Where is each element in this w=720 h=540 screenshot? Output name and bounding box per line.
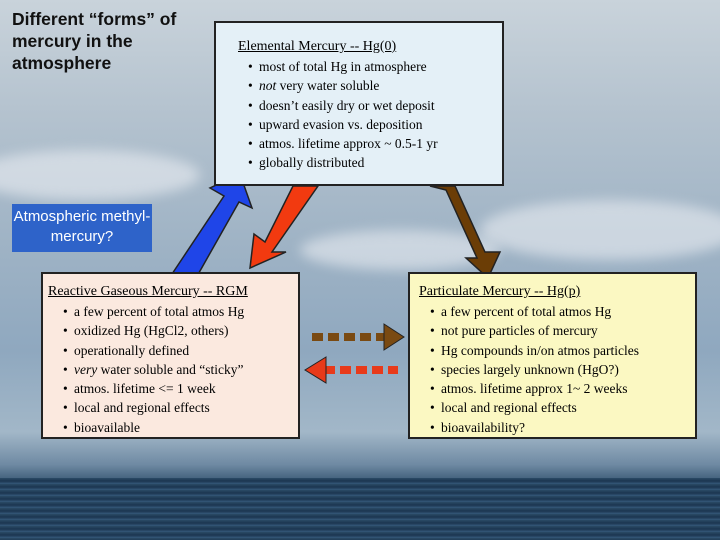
elemental-list: • most of total Hg in atmosphere • not very… [238, 57, 502, 173]
rgm-list: • a few percent of total atmos Hg • oxidize… [48, 302, 298, 437]
item-text: most of total Hg in atmosphere [259, 59, 427, 74]
bullet: • [430, 342, 435, 358]
item-text: bioavailable [74, 419, 140, 435]
bullet: • [430, 304, 435, 319]
item-text: oxidized Hg (HgCl2, others) [74, 323, 229, 339]
rgm-box: Reactive Gaseous Mercury -- RGM • a few p… [41, 272, 300, 439]
cloud [480, 200, 720, 260]
list-item: • atmos. lifetime approx ~ 0.5-1 yr [248, 134, 502, 153]
item-text: atmos. lifetime approx ~ 0.5-1 yr [259, 136, 438, 152]
list-item: • Hg compounds in/on atmos particles [430, 341, 695, 360]
list-item: • local and regional effects [63, 398, 298, 417]
list-item: • atmos. lifetime approx 1~ 2 weeks [430, 379, 695, 398]
dotted-red-arrowhead [304, 356, 327, 384]
item-text: doesn’t easily dry or wet deposit [259, 97, 435, 113]
bullet: • [63, 323, 68, 339]
list-item: • globally distributed [248, 153, 502, 172]
item-text: local and regional effects [441, 400, 577, 416]
list-item: • operationally defined [63, 341, 298, 360]
item-text: not pure particles of mercury [441, 323, 598, 339]
list-item: • not very water soluble [248, 76, 502, 95]
bullet: • [63, 381, 68, 397]
particulate-mercury-box: Particulate Mercury -- Hg(p) • a few perc… [408, 272, 697, 439]
list-item: • very water soluble and “sticky” [63, 360, 298, 379]
bullet: • [430, 361, 435, 377]
bullet: • [248, 116, 253, 132]
item-text: species largely unknown (HgO?) [441, 361, 619, 377]
bullet: • [430, 400, 435, 416]
bullet: • [248, 97, 253, 113]
list-item: • bioavailability? [430, 418, 695, 437]
methyl-mercury-label: Atmospheric methyl-mercury? [12, 204, 152, 252]
list-item: • a few percent of total atmos Hg [63, 302, 298, 321]
list-item: • not pure particles of mercury [430, 321, 695, 340]
bullet: • [248, 59, 253, 74]
item-text: atmos. lifetime <= 1 week [74, 381, 216, 397]
elemental-heading: Elemental Mercury -- Hg(0) [238, 39, 397, 54]
bullet: • [248, 78, 253, 94]
blue-arrow [170, 172, 254, 279]
bullet: • [430, 381, 435, 397]
emphasis-text: not [259, 78, 277, 94]
slide-title: Different “forms” of mercury in the atmo… [12, 9, 177, 73]
bullet: • [63, 400, 68, 416]
item-text: atmos. lifetime approx 1~ 2 weeks [441, 381, 628, 397]
item-text: water soluble and “sticky” [97, 361, 244, 377]
item-text: a few percent of total atmos Hg [74, 304, 245, 319]
particulate-list: • a few percent of total atmos Hg • not pur… [419, 302, 695, 437]
red-arrow [249, 185, 320, 270]
list-item: • upward evasion vs. deposition [248, 115, 502, 134]
item-text: upward evasion vs. deposition [259, 116, 423, 132]
particulate-heading: Particulate Mercury -- Hg(p) [419, 284, 581, 299]
rgm-heading: Reactive Gaseous Mercury -- RGM [48, 284, 248, 299]
item-text: globally distributed [259, 155, 365, 171]
list-item: • bioavailable [63, 418, 298, 437]
list-item: • local and regional effects [430, 398, 695, 417]
bullet: • [63, 419, 68, 435]
bullet: • [430, 419, 435, 435]
elemental-mercury-box: Elemental Mercury -- Hg(0) • most of tota… [214, 21, 504, 186]
brown-arrow [429, 185, 502, 280]
emphasis-text: very [74, 361, 98, 377]
item-text: very water soluble [276, 78, 380, 94]
list-item: • doesn’t easily dry or wet deposit [248, 96, 502, 115]
bullet: • [248, 155, 253, 171]
dotted-brown-arrowhead [383, 323, 405, 351]
item-text: bioavailability? [441, 419, 525, 435]
item-text: operationally defined [74, 342, 190, 358]
bullet: • [63, 361, 68, 377]
bullet: • [63, 342, 68, 358]
list-item: • most of total Hg in atmosphere [248, 57, 502, 76]
item-text: a few percent of total atmos Hg [441, 304, 612, 319]
bullet: • [248, 136, 253, 152]
sea-background [0, 478, 720, 540]
list-item: • a few percent of total atmos Hg [430, 302, 695, 321]
list-item: • atmos. lifetime <= 1 week [63, 379, 298, 398]
list-item: • oxidized Hg (HgCl2, others) [63, 321, 298, 340]
bullet: • [63, 304, 68, 319]
list-item: • species largely unknown (HgO?) [430, 360, 695, 379]
item-text: local and regional effects [74, 400, 210, 416]
cloud [0, 150, 200, 200]
item-text: Hg compounds in/on atmos particles [441, 342, 639, 358]
bullet: • [430, 323, 435, 339]
